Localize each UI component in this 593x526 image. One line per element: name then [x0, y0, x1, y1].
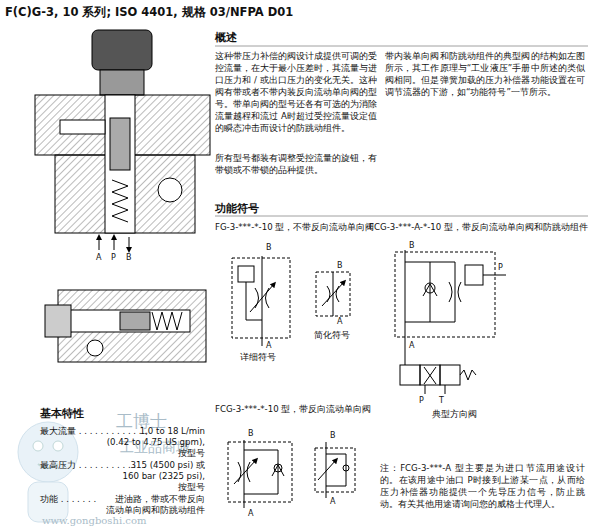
paragraph: 带内装单向阀和防跳动组件的典型阀的结构如左图所示，其工作原理与“工业液压”手册中…	[385, 50, 585, 98]
spec-value: 按型号	[178, 482, 205, 493]
fcga-symbol	[395, 250, 506, 394]
port-label: A	[337, 316, 342, 328]
note: 注：FCG-3-***-A 型主要是为进口节流用途设计的。在该用途中油口 P时接…	[380, 462, 585, 510]
port-label: P	[111, 252, 116, 264]
port-label: A	[409, 340, 414, 352]
spec-value: 按型号	[178, 448, 205, 459]
symbol-caption: 详细符号	[240, 352, 276, 363]
section-heading: 概述	[215, 32, 237, 44]
spec-value: 流动单向阀和防跳动组件	[106, 505, 205, 516]
port-label: B	[409, 240, 415, 252]
port-label: P	[419, 395, 424, 407]
port-label: A	[248, 508, 253, 520]
symbol-caption: 简化符号	[314, 330, 350, 341]
spec-value: 1,0 to 18 L/min	[140, 426, 205, 437]
section-heading: 功能符号	[215, 203, 259, 215]
port-label: B	[330, 430, 336, 442]
page-title: F(C)G-3, 10 系列; ISO 4401, 规格 03/NFPA D01	[5, 6, 293, 18]
port-label: A	[266, 340, 271, 352]
spec-name: 功能 . . . . . . .	[40, 494, 96, 505]
symbol-caption: FG-3-***-*-10 型，不带反向流动单向阀	[215, 222, 374, 233]
spec-heading: 基本特性	[40, 408, 84, 420]
port-label: B	[248, 428, 254, 440]
port-label: P	[498, 262, 503, 274]
watermark: www.gongboshi.com	[42, 515, 146, 526]
fg-simple-symbol	[316, 272, 350, 316]
port-label: B	[126, 252, 132, 264]
section-view-2	[45, 290, 206, 362]
spec-value: (0.42 to 4.75 US gpm),	[107, 437, 205, 448]
spec-value: 进油路，带或不带反向	[115, 494, 205, 505]
fg-detail-symbol	[232, 256, 290, 346]
symbol-caption: FCG-3-***-*-10 型，带反向流动单向阀	[215, 404, 371, 415]
watermark-mascot	[18, 422, 78, 522]
port-label: A	[330, 496, 335, 508]
port-label: T	[439, 395, 444, 407]
heading-rules	[215, 46, 588, 216]
port-label: B	[266, 242, 272, 254]
spec-value: 160 bar (2325 psi),	[123, 471, 205, 482]
fcg-symbols	[228, 440, 355, 508]
spec-name: 最大流量 . . . . . . . . . . . . .	[40, 426, 147, 437]
spec-name: 最高压力 . . . . . . . . . . .	[40, 460, 136, 471]
paragraph: 所有型号都装有调整受控流量的旋钮，有带锁或不带锁的品种提供。	[215, 152, 377, 176]
symbol-caption: FCG-3-***-A-*-10 型，带反向流动单向阀和防跳动组件	[369, 222, 588, 233]
symbol-caption: 典型方向阀	[432, 409, 477, 420]
spec-value: 315 (4500 psi) 或	[131, 460, 206, 471]
paragraph: 这种带压力补偿的阀设计成提供可调的受控流量，在大于最小压差时，其流量与进口压力和…	[215, 50, 377, 134]
section-view	[35, 30, 210, 250]
port-label: B	[337, 260, 343, 272]
port-label: A	[96, 252, 101, 264]
